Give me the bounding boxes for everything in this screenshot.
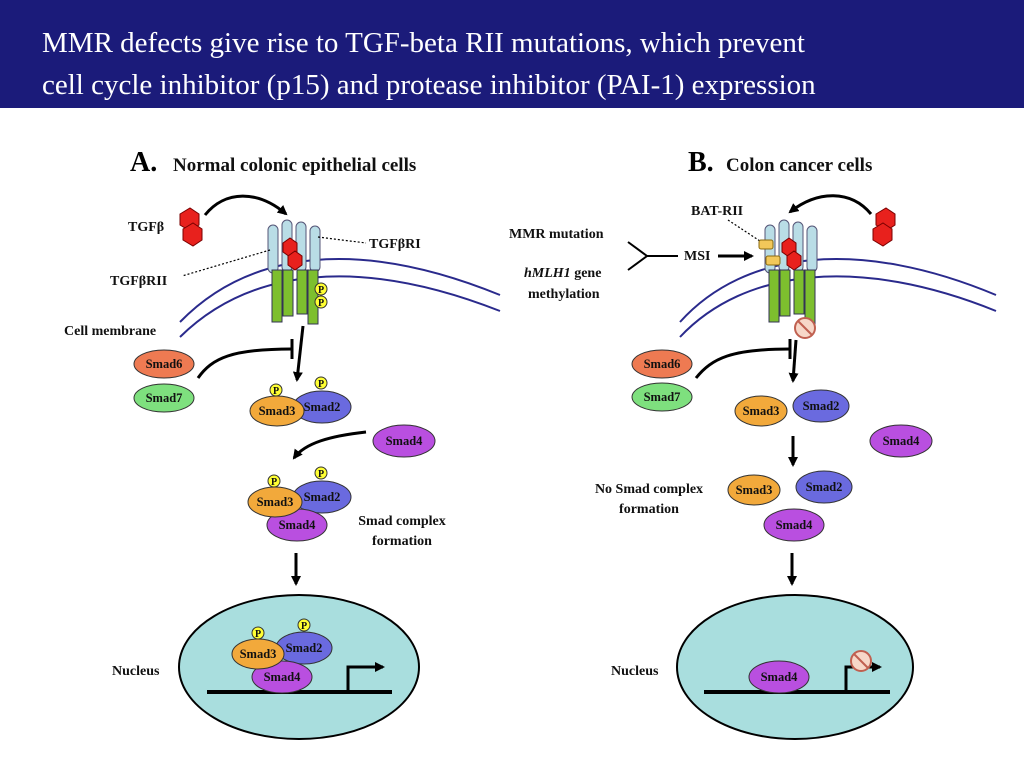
nucleus-b-label: Nucleus — [611, 664, 659, 679]
svg-text:Smad3: Smad3 — [259, 404, 296, 418]
smad-complex: Smad2 Smad4 Smad3 P P — [247, 466, 352, 542]
transcription-blocked-icon — [850, 650, 872, 672]
smad-complex-label-1: Smad complex — [358, 514, 446, 529]
smad4-b2-label: Smad4 — [776, 518, 814, 532]
svg-text:P: P — [318, 285, 324, 296]
receptor-to-smad-arrow — [292, 325, 305, 382]
svg-text:P: P — [271, 477, 277, 488]
nucleus-a-label: Nucleus — [112, 664, 160, 679]
smad2-b-label: Smad2 — [803, 399, 840, 413]
svg-text:P: P — [301, 621, 307, 632]
slide-title-line-1: MMR defects give rise to TGF-beta RII mu… — [42, 27, 805, 59]
tgfbrii-label: TGFβRII — [110, 274, 167, 289]
svg-text:P: P — [318, 379, 324, 390]
nuclear-smad-complex: Smad2 Smad4 Smad3 P P — [231, 618, 333, 694]
smad-complex-label-2: formation — [372, 534, 432, 549]
smad2-3-phosphorylated: Smad2 Smad3 P P — [249, 376, 352, 427]
svg-text:P: P — [273, 386, 279, 397]
smad4-b-free-label: Smad4 — [883, 434, 921, 448]
smad4-free-label: Smad4 — [386, 434, 424, 448]
panel-b: B. Colon cancer cells BAT-RII — [509, 147, 997, 740]
cell-membrane-label: Cell membrane — [64, 324, 156, 339]
svg-text:P: P — [255, 629, 261, 640]
svg-text:Smad3: Smad3 — [257, 495, 294, 509]
tgfb-ligand-icon — [179, 207, 203, 247]
tgfbri-pointer — [317, 236, 367, 244]
mmr-mutation-label: MMR mutation — [509, 227, 604, 242]
membrane-b-outer-line — [679, 258, 997, 323]
blocked-signal-icon — [794, 317, 816, 339]
bat-rii-pointer — [727, 219, 764, 244]
smad4-nuclear-b-label: Smad4 — [761, 670, 799, 684]
smad7-b-oval — [631, 382, 693, 412]
smad6-7-b-inhibition-line — [694, 347, 791, 379]
transcription-start-arrow-a — [346, 662, 385, 692]
smad4-recruit-arrow — [292, 430, 367, 460]
svg-text:P: P — [318, 469, 324, 480]
svg-text:Smad2: Smad2 — [286, 641, 323, 655]
svg-text:Smad4: Smad4 — [279, 518, 317, 532]
mmr-merge-bracket — [627, 241, 649, 271]
receptor-phosphate-icons: P P — [314, 282, 328, 309]
no-complex-label-1: No Smad complex — [595, 482, 703, 497]
no-complex-label-2: formation — [619, 502, 679, 517]
smad3-b2-label: Smad3 — [736, 483, 773, 497]
smad7-oval — [133, 383, 195, 413]
methylation-label: methylation — [528, 287, 600, 302]
smad4-nuclear-b-oval — [748, 660, 810, 694]
bat-rii-label: BAT-RII — [691, 204, 743, 219]
slide-title-line-2: cell cycle inhibitor (p15) and protease … — [42, 69, 816, 101]
smad3-b-label: Smad3 — [743, 404, 780, 418]
smad2-b2-label: Smad2 — [806, 480, 843, 494]
title-bar: MMR defects give rise to TGF-beta RII mu… — [0, 0, 1024, 108]
membrane-outer-line — [179, 258, 501, 323]
panel-b-heading: Colon cancer cells — [726, 155, 872, 176]
smad6-7-inhibition-line — [196, 347, 293, 379]
smad6-label: Smad6 — [146, 357, 183, 371]
tgfb-label: TGFβ — [128, 220, 164, 235]
ligand-binding-arrow — [203, 194, 288, 216]
hmlh1-label: hMLH1 gene — [524, 266, 601, 281]
smad6-oval — [133, 349, 195, 379]
svg-text:Smad3: Smad3 — [240, 647, 277, 661]
smad4-b-free-oval — [869, 424, 933, 458]
msi-label: MSI — [684, 249, 710, 264]
receptor-b-arrow — [788, 339, 799, 383]
svg-text:P: P — [318, 298, 324, 309]
tgfbrii-pointer — [181, 249, 271, 277]
panel-a-heading: Normal colonic epithelial cells — [173, 155, 416, 176]
smad4-free-oval — [372, 424, 436, 458]
receptor-complex — [267, 219, 321, 325]
smad2-b-oval — [792, 389, 850, 423]
smad4-b2-oval — [763, 508, 825, 542]
svg-text:Smad4: Smad4 — [264, 670, 302, 684]
tgfbri-label: TGFβRI — [369, 237, 421, 252]
smad2-b2-oval — [795, 470, 853, 504]
smad7-label: Smad7 — [146, 391, 183, 405]
ligand-b-binding-arrow — [788, 194, 873, 215]
panel-a-letter: A. — [130, 147, 157, 178]
smad3-b-oval — [734, 395, 788, 427]
receptor-complex-b — [758, 219, 818, 325]
svg-text:Smad2: Smad2 — [304, 490, 341, 504]
panel-a: A. Normal colonic epithelial cells TGFβ — [64, 147, 501, 740]
smad6-b-label: Smad6 — [644, 357, 681, 371]
smad7-b-label: Smad7 — [644, 390, 681, 404]
smad3-b2-oval — [727, 474, 781, 506]
smad6-b-oval — [631, 349, 693, 379]
tgfb-ligand-b-icon — [872, 207, 896, 247]
svg-text:Smad2: Smad2 — [304, 400, 341, 414]
panel-b-letter: B. — [688, 147, 714, 178]
